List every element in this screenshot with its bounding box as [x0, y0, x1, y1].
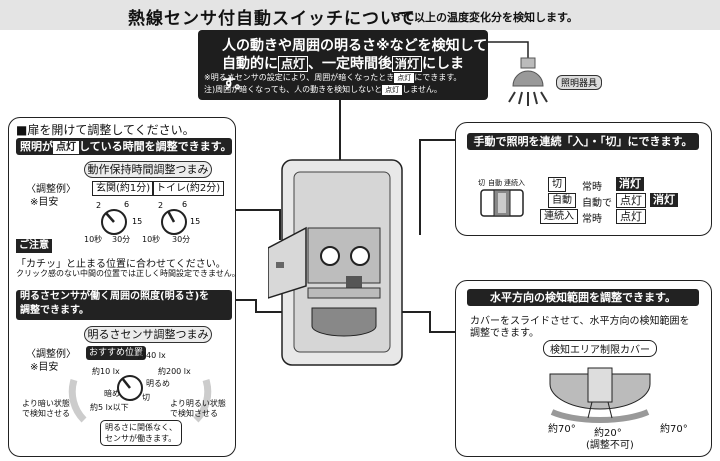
dial1-min: 10秒	[84, 235, 103, 244]
page-subtitle: 3℃以上の温度変化分を検知します。	[393, 11, 578, 24]
brighter-state1: より明るい状態	[170, 399, 226, 408]
range-header: 水平方向の検知範囲を調整できます。	[467, 289, 699, 306]
callout-line2-c: にします。	[222, 56, 465, 92]
time-header-b: している時間を調整できます。	[79, 140, 232, 153]
note1-badge: 点灯	[394, 73, 415, 83]
dark-label: 暗め	[104, 389, 120, 398]
callout-note2: 注)周囲が暗くなっても、人の動きを検知しないと点灯しません。	[204, 84, 442, 95]
angle-left: 約70°	[548, 424, 576, 435]
time-example-sub: ※目安	[30, 197, 59, 208]
svg-text:15: 15	[190, 217, 200, 226]
mode-switch	[480, 189, 524, 217]
brightness-example-sub: ※目安	[30, 362, 59, 373]
note1-b: にできます。	[414, 73, 462, 82]
off-note: 明るさに関係なく、 センサが働きます。	[100, 420, 182, 446]
mode-on-mid: 常時	[582, 214, 602, 225]
mode-off-mid: 常時	[582, 182, 602, 193]
brighter-state2: で検知させる	[170, 409, 218, 418]
range-panel	[455, 280, 712, 457]
cover-label: 検知エリア制限カバー	[543, 340, 657, 357]
mode-on-label: 連続入	[540, 209, 578, 224]
off-note2: センサが働きます。	[105, 434, 177, 443]
angle-right: 約70°	[660, 424, 688, 435]
note2-b: しません。	[402, 85, 442, 94]
caution-text2: クリック感のない中間の位置では正しく時間設定できません。	[16, 269, 240, 278]
note2-a: 注)周囲が暗くなっても、人の動きを検知しないと	[204, 85, 383, 94]
angle-center: 約20°	[594, 428, 622, 439]
page-title: 熱線センサ付自動スイッチについて	[128, 9, 416, 29]
lamp-icon	[508, 57, 548, 106]
brightness-example: 〈調整例〉	[26, 349, 76, 360]
darker-state1: より暗い状態	[22, 399, 70, 408]
callout-line2-a: 自動的に	[222, 56, 278, 72]
mode-off-result: 消灯	[616, 177, 644, 191]
range-text1: カバーをスライドさせて、水平方向の検知範囲を	[470, 316, 690, 327]
time-header-a: 照明が	[20, 140, 53, 153]
mode-auto-label: 自動	[548, 193, 576, 208]
brightness-dial	[68, 375, 212, 423]
bright-label: 明るめ	[146, 379, 170, 388]
dial2-min: 10秒	[142, 235, 161, 244]
time-knob-title: 動作保持時間調整つまみ	[84, 161, 212, 178]
dial2-max: 30分	[172, 235, 191, 244]
left-heading: ■扉を開けて調整してください。	[16, 123, 195, 137]
switch-pos-on: 連続入	[504, 179, 525, 187]
brightness-knob-title: 明るさセンサ調整つまみ	[84, 326, 212, 343]
angle-center-note: (調整不可)	[586, 440, 634, 451]
brightness-header2: 調整できます。	[20, 305, 89, 316]
lx5-label: 約5 lx以下	[90, 403, 129, 412]
mode-auto-result2: 消灯	[650, 193, 678, 207]
callout-line2: 自動的に点灯、一定時間後消灯にします。	[222, 53, 488, 93]
note1-a: ※明るさセンサの設定により、周囲が暗くなったとき	[204, 73, 395, 82]
svg-text:15: 15	[132, 217, 142, 226]
switch-device	[268, 159, 403, 366]
switch-pos-off: 切	[478, 179, 485, 187]
lx10-label: 約10 lx	[92, 367, 120, 376]
note2-badge: 点灯	[382, 85, 403, 95]
off-label: 切	[142, 393, 150, 402]
time-example: 〈調整例〉	[26, 184, 76, 195]
mode-off-label: 切	[548, 177, 566, 192]
lx200-label: 約200 lx	[158, 367, 191, 376]
mode-on-result: 点灯	[616, 209, 646, 224]
time-header: 照明が点灯している時間を調整できます。	[16, 138, 232, 155]
svg-text:2: 2	[158, 201, 163, 210]
darker-state2: で検知させる	[22, 409, 70, 418]
unlit-badge: 消灯	[392, 56, 423, 72]
title-bar	[0, 0, 720, 30]
recommended-badge: おすすめ位置	[86, 346, 147, 360]
switch-pos-auto: 自動	[488, 179, 502, 187]
lit-badge: 点灯	[278, 56, 309, 72]
mode-auto-result1: 点灯	[616, 193, 646, 208]
toilet-label: トイレ(約2分)	[152, 181, 225, 196]
range-text2: 調整できます。	[470, 328, 539, 339]
callout-note1: ※明るさセンサの設定により、周囲が暗くなったとき点灯にできます。	[204, 72, 461, 83]
dial1-max: 30分	[112, 235, 131, 244]
mode-auto-mid: 自動で	[582, 198, 612, 209]
svg-text:2: 2	[96, 201, 101, 210]
brightness-header1: 明るさセンサが働く周囲の照度(明るさ)を	[20, 291, 210, 302]
caution-title: ご注意	[16, 239, 52, 253]
lx40-label: 約40 lx	[138, 351, 166, 360]
off-note1: 明るさに関係なく、	[105, 423, 177, 432]
cover-diagram	[549, 367, 651, 423]
manual-header: 手動で照明を連続「入」・「切」にできます。	[467, 133, 699, 150]
callout-line2-b: 、一定時間後	[308, 56, 393, 72]
lamp-label: 照明器具	[556, 75, 603, 90]
svg-text:6: 6	[182, 200, 187, 209]
callout-line1: 人の動きや周囲の明るさ※などを検知して	[222, 38, 488, 54]
main-callout: 人の動きや周囲の明るさ※などを検知して 自動的に点灯、一定時間後消灯にします。 …	[198, 30, 488, 100]
time-header-badge: 点灯	[53, 141, 79, 154]
caution-text1: 「カチッ」と止まる位置に合わせてください。	[16, 259, 226, 270]
brightness-header: 明るさセンサが働く周囲の照度(明るさ)を 調整できます。	[16, 290, 232, 320]
svg-text:6: 6	[124, 200, 129, 209]
entrance-label: 玄関(約1分)	[92, 181, 155, 196]
